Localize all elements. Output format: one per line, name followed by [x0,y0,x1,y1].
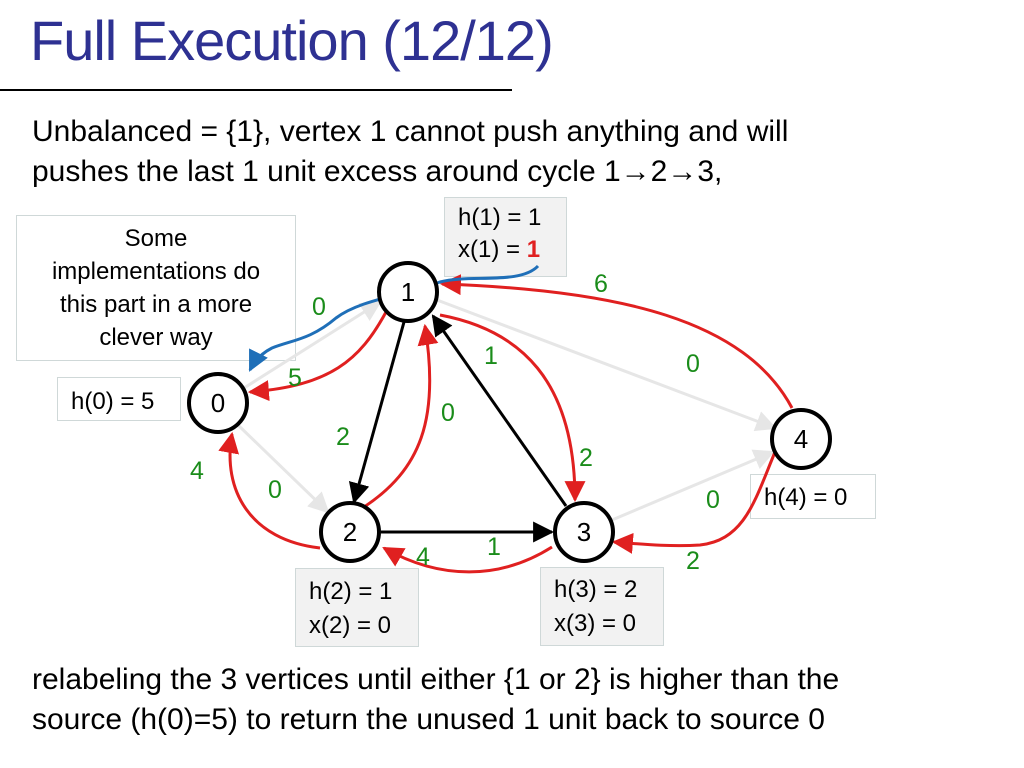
edge-label-4-3: 0 [706,486,720,514]
residual-2-1 [363,323,439,509]
edge-0-2-faint [236,423,330,514]
x2-label: x(2) = 0 [309,612,392,639]
h4-label: h(4) = 0 [764,484,848,511]
edge-label-2-0: 0 [268,476,282,504]
node-0: 0 [187,372,249,434]
node-0-label: 0 [211,388,225,418]
edge-label-0-2: 4 [190,457,204,485]
edge-1-2 [348,321,406,505]
residual-3-2 [382,545,553,574]
residual-2-0 [218,431,321,550]
node-1: 1 [377,261,439,323]
residual-1-3 [439,313,586,503]
edge-label-1-0: 0 [312,293,326,321]
title-divider [0,89,512,91]
intro-line-2: pushes the last 1 unit excess around cyc… [32,155,723,188]
push-path [248,264,540,372]
edge-label-2-3: 1 [487,533,501,561]
node-3-label: 3 [577,517,591,547]
edge-label-2-1: 0 [441,399,455,427]
footer-line-2: source (h(0)=5) to return the unused 1 u… [32,703,825,736]
h3-label: h(3) = 2 [554,576,638,603]
edge-label-1-3: 1 [484,342,498,370]
callout-line: this part in a more [59,291,253,318]
slide-title: Full Execution (12/12) [30,9,554,72]
callout-box: Some implementations do this part in a m… [16,215,296,361]
x3-label: x(3) = 0 [554,610,637,637]
footer-text: relabeling the 3 vertices until either {… [32,660,1012,740]
intro-line-1: Unbalanced = {1}, vertex 1 cannot push a… [32,115,789,148]
intro-text: Unbalanced = {1}, vertex 1 cannot push a… [32,112,1002,192]
edge-label-3-1: 2 [579,444,593,472]
edge-1-4-faint [436,298,777,432]
edge-label-3-4: 2 [686,547,700,575]
edge-label-4-1: 6 [594,270,608,298]
residual-1-0 [247,311,388,402]
x1-value: 1 [526,236,541,263]
footer-line-1: relabeling the 3 vertices until either {… [32,663,840,696]
residual-4-3 [611,451,777,554]
edge-label-3-2: 4 [416,543,430,571]
node-1-label: 1 [401,277,415,307]
edge-label-0-1: 5 [288,364,302,392]
node-3: 3 [553,501,615,563]
edge-3-4-faint [611,449,775,522]
x1-label: x(1) = [458,236,527,263]
h0-box: h(0) = 5 [57,377,181,421]
edge-3-1 [431,314,568,507]
callout-line: Some [124,225,188,252]
node-2: 2 [319,501,381,563]
callout-line: implementations do [51,258,261,285]
h2-label: h(2) = 1 [309,578,393,605]
edge-label-1-2: 2 [336,423,350,451]
node-4: 4 [770,408,832,470]
h1-box: h(1) = 1 x(1) = 1 [444,197,567,277]
h3-box: h(3) = 2 x(3) = 0 [540,567,664,646]
callout-line: clever way [99,324,213,351]
h0-label: h(0) = 5 [71,388,155,415]
node-4-label: 4 [794,424,808,454]
h2-box: h(2) = 1 x(2) = 0 [295,568,419,647]
h4-box: h(4) = 0 [750,474,876,519]
h1-label: h(1) = 1 [458,204,542,231]
x1-row: x(1) = 1 [458,235,566,265]
residual-4-1 [439,274,794,409]
edge-label-1-4: 0 [686,350,700,378]
edge-0-1-faint [243,300,382,390]
node-2-label: 2 [343,517,357,547]
